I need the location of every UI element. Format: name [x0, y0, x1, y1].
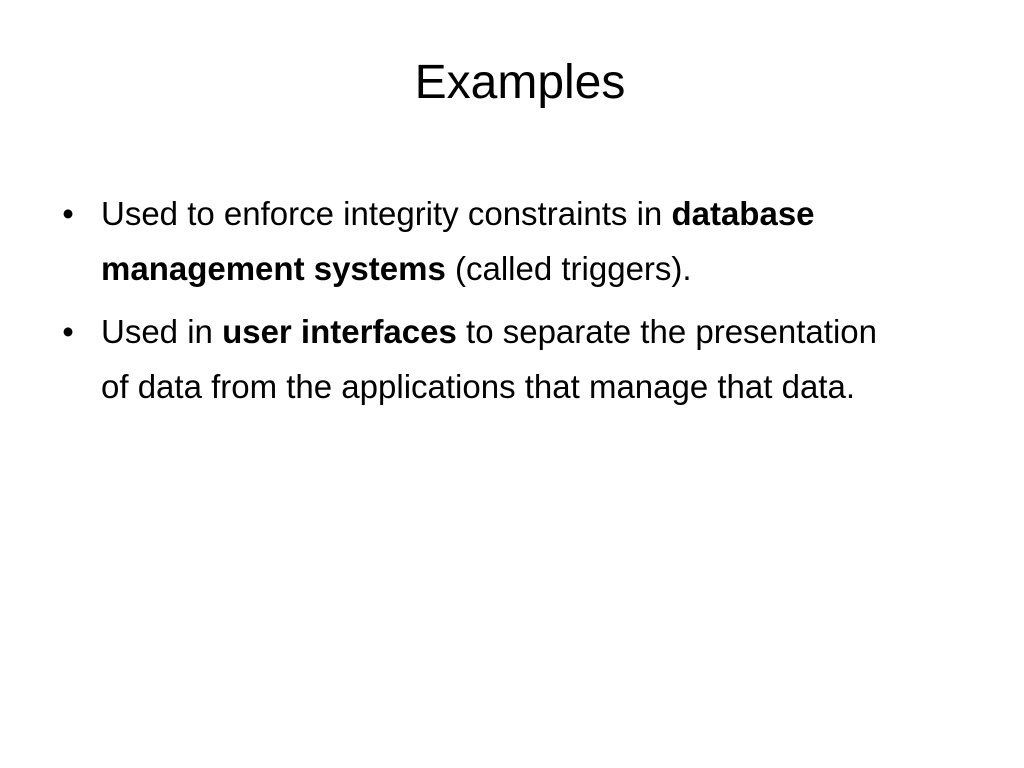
- bullet-marker: •: [62, 195, 74, 232]
- bullet-bold-text: database management systems: [101, 195, 815, 287]
- bullet-marker: •: [62, 313, 74, 350]
- bullet-item-triggers: • Used to enforce integrity constraints …: [56, 186, 896, 296]
- slide-title: Examples: [414, 56, 626, 109]
- bullet-list: • Used to enforce integrity constraints …: [56, 186, 896, 422]
- bullet-bold-text: user interfaces: [222, 313, 457, 350]
- bullet-text: Used in: [101, 313, 223, 350]
- bullet-text: Used to enforce integrity constraints in: [101, 195, 672, 232]
- bullet-item-user-interfaces: • Used in user interfaces to separate th…: [56, 304, 896, 414]
- bullet-text: to separate the presentation of data fro…: [101, 313, 877, 405]
- bullet-text: (called triggers).: [445, 250, 692, 287]
